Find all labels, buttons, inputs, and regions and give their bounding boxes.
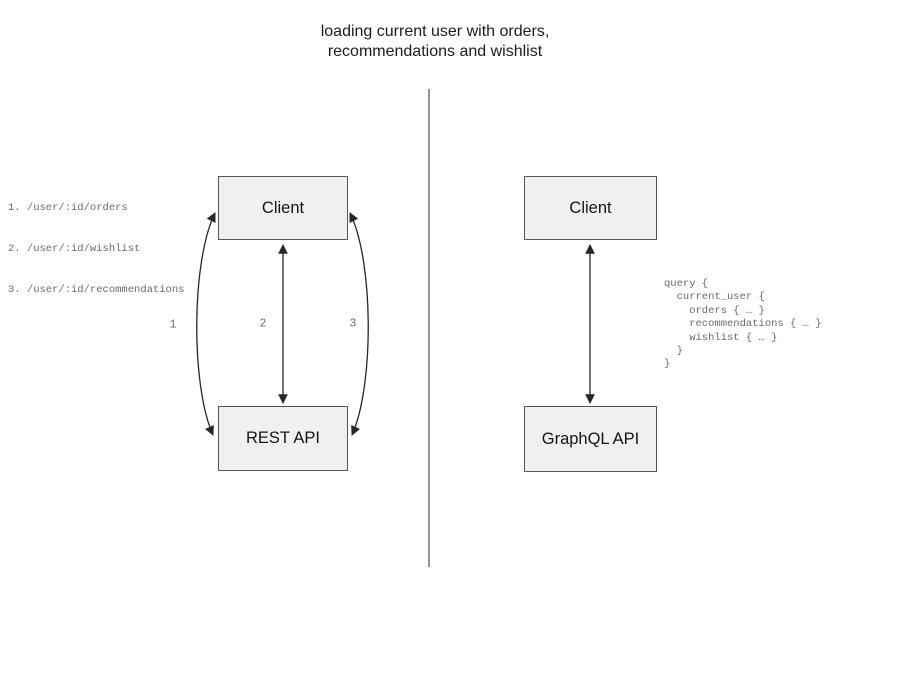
arrow-label-3: 3 xyxy=(349,317,357,331)
rest-endpoint-list: 1. /user/:id/orders 2. /user/:id/wishlis… xyxy=(8,175,184,325)
rest-client-box-label: Client xyxy=(261,198,305,217)
page-title: loading current user with orders, recomm… xyxy=(321,22,550,62)
endpoint-item: 3. /user/:id/recommendations xyxy=(8,283,185,296)
graphql-client-box: Client xyxy=(524,176,657,240)
graphql-api-box: GraphQL API xyxy=(524,406,657,472)
arrow-label-1: 1 xyxy=(169,318,177,332)
graphql-query-text: query { current_user { orders { … } reco… xyxy=(664,278,822,371)
rest-client-box: Client xyxy=(218,176,348,240)
arrow-label-2: 2 xyxy=(259,317,267,331)
rest-api-box-label: REST API xyxy=(246,429,320,447)
graphql-api-box-label: GraphQL API xyxy=(541,429,640,448)
rest-arrow-1-curve xyxy=(196,212,216,436)
rest-api-box: REST API xyxy=(218,406,348,471)
page-title-line-2: recommendations and wishlist xyxy=(327,43,543,60)
endpoint-item: 2. /user/:id/wishlist xyxy=(8,242,141,255)
graphql-client-box-label: Client xyxy=(569,198,612,217)
page-title-line-1: loading current user with orders, xyxy=(320,23,550,40)
endpoint-item: 1. /user/:id/orders xyxy=(8,202,128,215)
